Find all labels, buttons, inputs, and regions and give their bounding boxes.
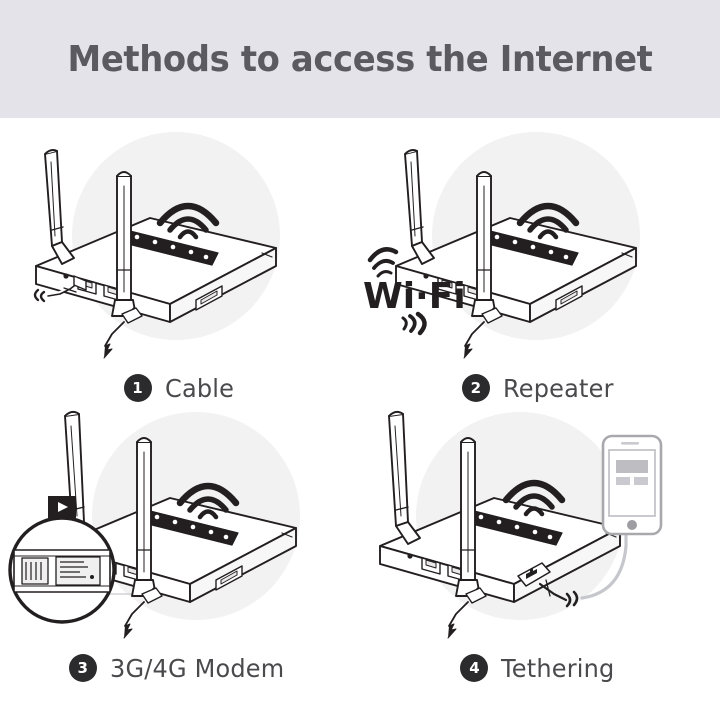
usb-port-icon	[195, 285, 223, 311]
panel-tethering: 4 Tethering	[360, 398, 720, 699]
caption-tethering: 4 Tethering	[360, 644, 720, 692]
phone-cable-icon	[580, 502, 628, 600]
wifi-signal-icon	[516, 202, 580, 240]
antenna-icon	[404, 149, 435, 265]
usb-cable-icon	[517, 562, 579, 608]
usb-port-icon	[215, 565, 243, 591]
wifi-logo-text: Wi·Fi	[363, 276, 466, 317]
header-band	[0, 0, 720, 118]
power-cable-icon	[463, 307, 503, 359]
illustration-modem	[0, 398, 360, 648]
step-number-badge: 3	[68, 654, 97, 682]
illustration-tethering	[360, 398, 720, 648]
wifi-signal-icon	[502, 479, 566, 517]
step-label: Cable	[164, 373, 234, 403]
usb-port-icon	[555, 285, 583, 311]
antenna-icon	[131, 437, 157, 597]
panel-repeater: Wi·Fi 2 Repeater	[360, 118, 720, 419]
magnifier-callout-icon	[8, 516, 116, 624]
caption-cable: 1 Cable	[0, 364, 360, 412]
page-title: Methods to access the Internet	[67, 38, 653, 80]
caption-repeater: 2 Repeater	[360, 364, 720, 412]
antenna-icon	[388, 410, 421, 545]
panel-grid: 1 Cable	[0, 118, 720, 720]
wifi-logo-icon: Wi·Fi	[363, 247, 466, 336]
callout-tag-icon	[48, 496, 76, 518]
step-label: 3G/4G Modem	[109, 653, 285, 683]
ethernet-cable-icon	[33, 275, 87, 303]
antenna-icon	[44, 149, 75, 265]
sim-slot-icon	[13, 549, 111, 593]
wifi-signal-icon	[176, 482, 240, 520]
panel-cable: 1 Cable	[0, 118, 360, 419]
step-number-badge: 2	[461, 374, 490, 402]
smartphone-icon	[601, 434, 663, 536]
antenna-icon	[455, 437, 481, 597]
power-cable-icon	[447, 587, 487, 639]
power-cable-icon	[123, 587, 163, 639]
caption-modem: 3 3G/4G Modem	[0, 644, 360, 692]
wifi-signal-icon	[156, 202, 220, 240]
illustration-repeater: Wi·Fi	[360, 118, 720, 368]
step-number-badge: 4	[460, 654, 489, 682]
step-number-badge: 1	[123, 374, 152, 402]
step-label: Tethering	[501, 653, 615, 683]
power-cable-icon	[103, 307, 143, 359]
panel-3g-4g-modem: 3 3G/4G Modem	[0, 398, 360, 699]
illustration-cable	[0, 118, 360, 368]
step-label: Repeater	[502, 373, 614, 403]
